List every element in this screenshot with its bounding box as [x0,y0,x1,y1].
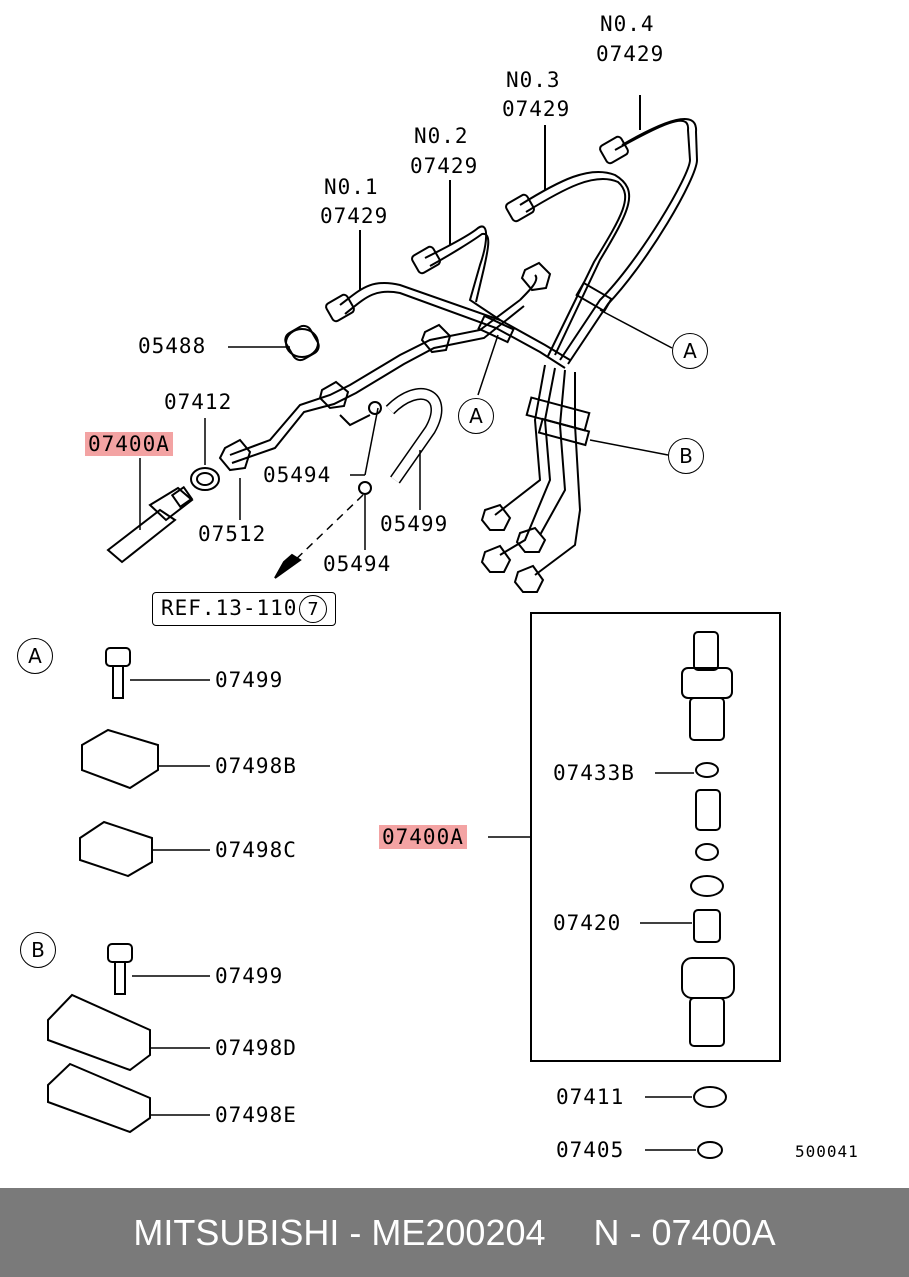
return-hose [339,387,443,484]
ref-text: REF.13-110 [161,596,298,620]
label-05494-a: 05494 [263,463,332,487]
injector-assembly-left [106,467,220,564]
label-07512: 07512 [198,522,267,546]
clamps [358,281,613,495]
label-kit-07433b: 07433B [553,761,635,785]
kit-box [530,612,781,1062]
label-a-07498b: 07498B [215,754,297,778]
label-05494-b: 05494 [323,552,392,576]
callout-a-1: A [458,398,494,434]
diagram-code: 500041 [795,1142,859,1161]
nut-05488 [285,328,319,358]
callout-b-1: B [668,438,704,474]
label-no2-code: 07429 [410,154,479,178]
section-a-marker: A [17,638,53,674]
label-no1: N0.1 [324,175,379,199]
footer-banner: MITSUBISHI - ME200204 N - 07400A [0,1188,909,1277]
injection-pipe-no4 [559,95,699,365]
label-05499: 05499 [380,512,449,536]
label-b-07499: 07499 [215,964,284,988]
label-b-07498d: 07498D [215,1036,297,1060]
section-b-marker: B [20,932,56,968]
label-b-07498e: 07498E [215,1103,297,1127]
ref-arrow-icon [274,553,302,579]
label-no4: N0.4 [600,12,655,36]
label-no3: N0.3 [506,68,561,92]
label-07412: 07412 [164,390,233,414]
ref-number: 7 [299,595,328,623]
label-kit-07400a: 07400A [379,825,467,849]
injection-pipe-no2 [424,180,501,321]
label-no2: N0.2 [414,124,469,148]
footer-brand-part: MITSUBISHI - ME200204 [133,1211,546,1253]
pipe-nuts [284,135,629,362]
section-a-parts [79,647,210,878]
footer-ref-part: N - 07400A [593,1211,776,1253]
label-a-07498c: 07498C [215,838,297,862]
label-no3-code: 07429 [502,97,571,121]
label-no4-code: 07429 [596,42,665,66]
label-07405: 07405 [556,1138,625,1162]
callout-a-2: A [672,333,708,369]
kit-leader-lines [488,772,696,1151]
lower-pipes [480,364,582,593]
label-07411: 07411 [556,1085,625,1109]
section-b-parts [47,943,210,1134]
label-05488: 05488 [138,334,207,358]
leak-off-pipe [218,261,552,472]
label-a-07499: 07499 [215,668,284,692]
leader-lines [139,309,673,566]
injection-pipe-no3 [519,125,631,357]
kit-parts [681,631,735,1159]
label-07400a-top: 07400A [85,432,173,456]
label-kit-07420: 07420 [553,911,622,935]
parts-diagram [47,95,781,1159]
label-no1-code: 07429 [320,204,389,228]
